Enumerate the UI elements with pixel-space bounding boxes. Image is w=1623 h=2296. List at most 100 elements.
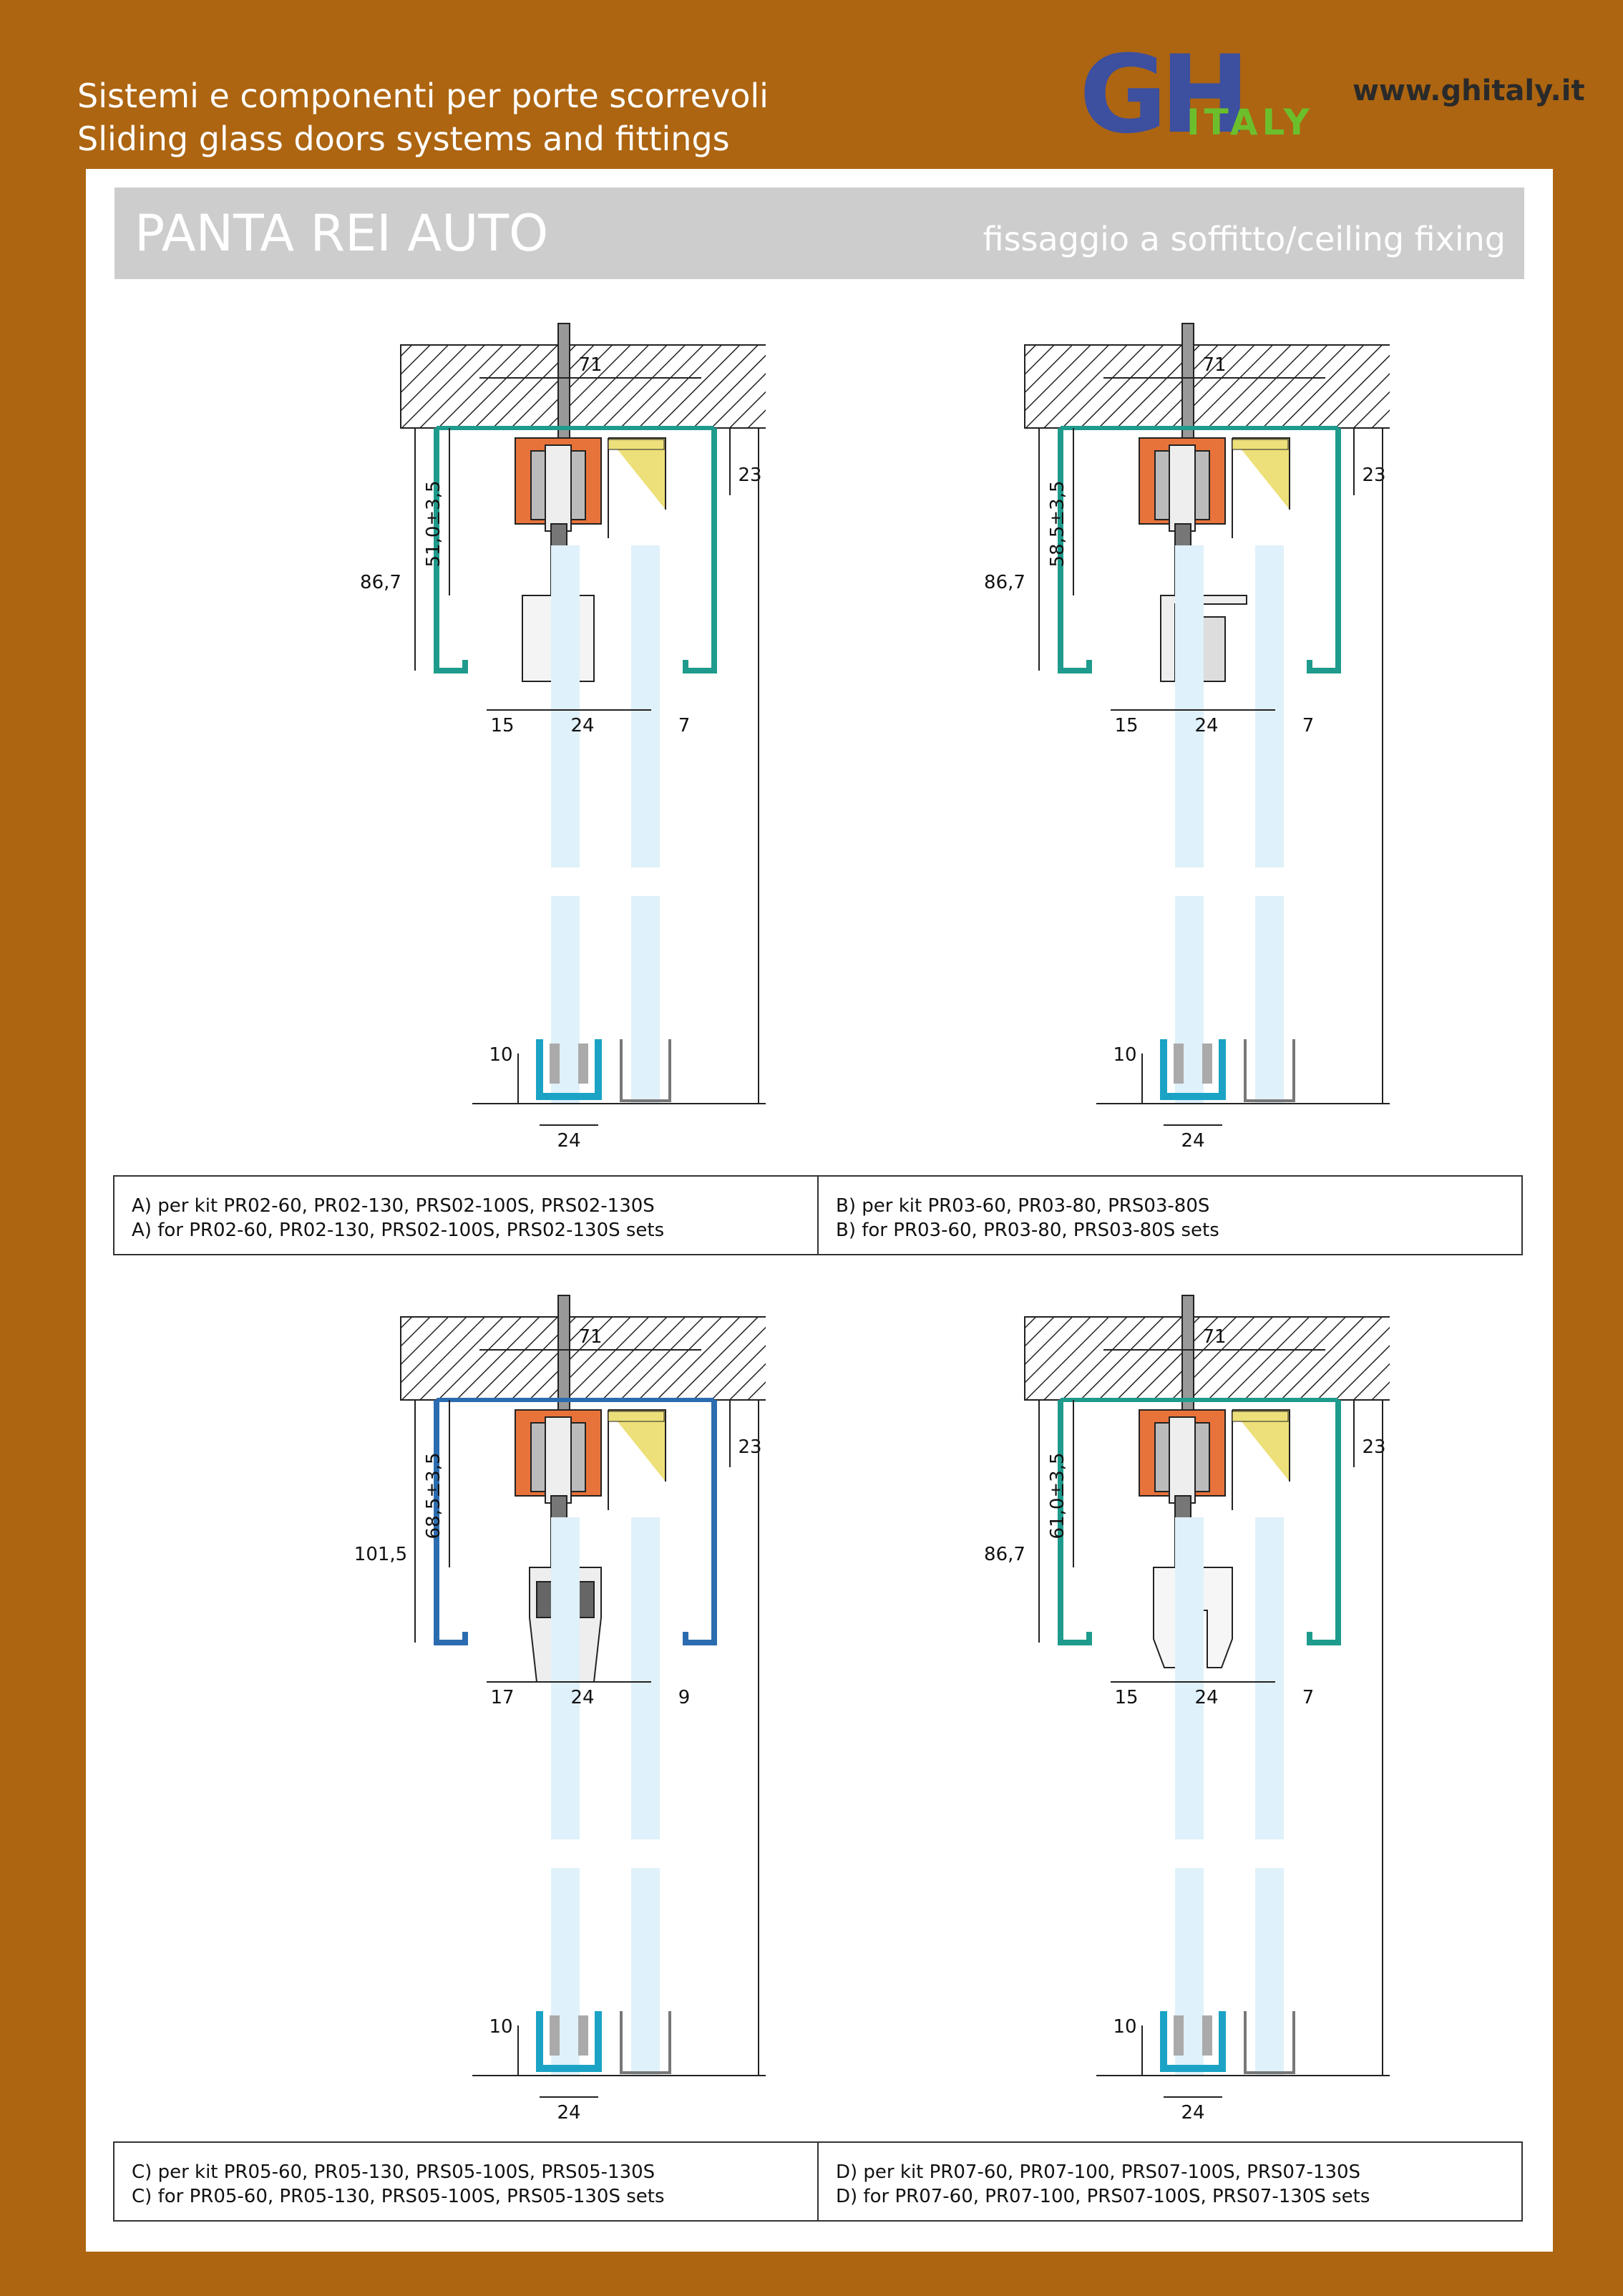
dim-right-gap-label: 7 [1302, 715, 1315, 736]
floor-guide-gasket-left [550, 2015, 560, 2056]
floor-guide-secondary [620, 1039, 671, 1102]
caption-row-cd: C) per kit PR05-60, PR05-130, PRS05-100S… [113, 2141, 1523, 2222]
header-line-italian: Sistemi e componenti per porte scorrevol… [77, 77, 769, 115]
glass-pane-sliding-bottom [1255, 896, 1284, 1104]
sliding-profile-cap [1232, 1411, 1289, 1422]
floor-guide-gasket-left [550, 1044, 560, 1084]
caption-b-english: B) for PR03-60, PR03-80, PRS03-80S sets [836, 1220, 1219, 1241]
carriage-axle [1169, 444, 1196, 532]
dim-top-label: 71 [1202, 354, 1226, 376]
dim-floor-depth-label: 10 [1113, 2016, 1136, 2038]
caption-row-ab: A) per kit PR02-60, PR02-130, PRS02-100S… [113, 1175, 1523, 1255]
glass-pane-sliding-bottom [631, 1868, 660, 2076]
dim-top-label: 71 [578, 1326, 602, 1348]
glass-pane-sliding-bottom [1255, 1868, 1284, 2076]
ceiling [400, 344, 766, 429]
sliding-profile [1232, 1409, 1290, 1510]
dim-adjust-label: 68,5±3,5 [423, 1452, 444, 1539]
dim-left-gap-label: 17 [490, 1687, 514, 1708]
track-profile [434, 428, 717, 673]
dim-right-gap-label: 7 [678, 715, 691, 736]
dim-glass-label: 24 [1194, 715, 1218, 736]
caption-a-english: A) for PR02-60, PR02-130, PRS02-100S, PR… [132, 1220, 665, 1241]
floor-guide-gasket-left [1174, 1044, 1184, 1084]
dim-floor-width-label: 24 [557, 1130, 580, 1147]
caption-c-italian: C) per kit PR05-60, PR05-130, PRS05-100S… [132, 2161, 655, 2183]
dim-floor-depth-label: 10 [489, 2016, 512, 2038]
caption-b-italian: B) per kit PR03-60, PR03-80, PRS03-80S [836, 1195, 1210, 1217]
header-text: Sistemi e componenti per porte scorrevol… [77, 74, 769, 160]
dim-floor-depth-label: 10 [1113, 1044, 1136, 1066]
floor-guide [536, 1039, 602, 1100]
dim-left-gap-label: 15 [490, 715, 514, 736]
floor-guide-secondary [1244, 1039, 1295, 1102]
dim-top-label: 71 [578, 354, 602, 376]
logo-word: ITALY [1186, 102, 1314, 143]
dim-left-gap-label: 15 [1114, 715, 1138, 736]
floor-guide-gasket-right [1202, 1044, 1212, 1084]
header-line-english: Sliding glass doors systems and fittings [77, 120, 730, 158]
caption-a-italian: A) per kit PR02-60, PR02-130, PRS02-100S… [132, 1195, 655, 1217]
dim-right-gap-label: 9 [678, 1687, 691, 1708]
glass-pane-sliding-top [631, 1517, 660, 1839]
glass-pane-fixed-top [551, 1517, 580, 1839]
floor-guide-gasket-right [578, 1044, 588, 1084]
dim-left-gap-label: 15 [1114, 1687, 1138, 1708]
sliding-profile-cap [608, 1411, 665, 1422]
floor-guide [536, 2011, 602, 2072]
carriage-axle [1169, 1416, 1196, 1504]
fixing-type: fissaggio a soffitto/ceiling fixing [983, 220, 1506, 258]
glass-pane-fixed-top [1175, 545, 1204, 867]
gh-italy-logo: GH ITALY [1079, 44, 1314, 145]
logo-letters: GH [1079, 44, 1243, 145]
glass-pane-sliding-top [1255, 1517, 1284, 1839]
caption-c-english: C) for PR05-60, PR05-130, PRS05-100S, PR… [132, 2186, 665, 2207]
dim-adjust-label: 51,0±3,5 [423, 480, 444, 567]
sliding-profile-cap [608, 439, 665, 450]
caption-a: A) per kit PR02-60, PR02-130, PRS02-100S… [114, 1177, 817, 1254]
floor-guide [1160, 1039, 1226, 1100]
website-link[interactable]: www.ghitaly.it [1352, 74, 1585, 107]
floor-guide [1160, 2011, 1226, 2072]
ceiling [400, 1316, 766, 1401]
glass-pane-sliding-bottom [631, 896, 660, 1104]
floor-guide-gasket-right [1202, 2015, 1212, 2056]
floor-guide-gasket-right [578, 2015, 588, 2056]
ceiling [1024, 344, 1390, 429]
track-profile [1058, 428, 1341, 673]
dim-floor-width-label: 24 [1181, 1130, 1204, 1147]
floor-guide-secondary [1244, 2011, 1295, 2074]
sliding-profile [1232, 437, 1290, 538]
dim-height-label: 101,5 [354, 1544, 407, 1565]
dim-glass-label: 24 [1194, 1687, 1218, 1708]
caption-d: D) per kit PR07-60, PR07-100, PRS07-100S… [817, 2143, 1521, 2220]
caption-d-italian: D) per kit PR07-60, PR07-100, PRS07-100S… [836, 2161, 1361, 2183]
floor-guide-secondary [620, 2011, 671, 2074]
dim-right-gap-label: 7 [1302, 1687, 1315, 1708]
glass-pane-sliding-top [1255, 545, 1284, 867]
dim-height-label: 86,7 [360, 572, 401, 593]
glass-pane-fixed-top [1175, 1517, 1204, 1839]
ceiling [1024, 1316, 1390, 1401]
caption-d-english: D) for PR07-60, PR07-100, PRS07-100S, PR… [836, 2186, 1370, 2207]
dim-adjust-label: 61,0±3,5 [1047, 1452, 1068, 1539]
dim-adjust-label: 58,5±3,5 [1047, 480, 1068, 567]
track-profile [1058, 1400, 1341, 1645]
sliding-profile [608, 437, 666, 538]
dim-floor-width-label: 24 [1181, 2102, 1204, 2119]
sliding-profile [608, 1409, 666, 1510]
dim-height-label: 86,7 [984, 572, 1025, 593]
dim-glass-label: 24 [570, 715, 594, 736]
glass-pane-sliding-top [631, 545, 660, 867]
dim-height-label: 86,7 [984, 1544, 1025, 1565]
dim-floor-width-label: 24 [557, 2102, 580, 2119]
dim-top-label: 71 [1202, 1326, 1226, 1348]
floor-guide-gasket-left [1174, 2015, 1184, 2056]
